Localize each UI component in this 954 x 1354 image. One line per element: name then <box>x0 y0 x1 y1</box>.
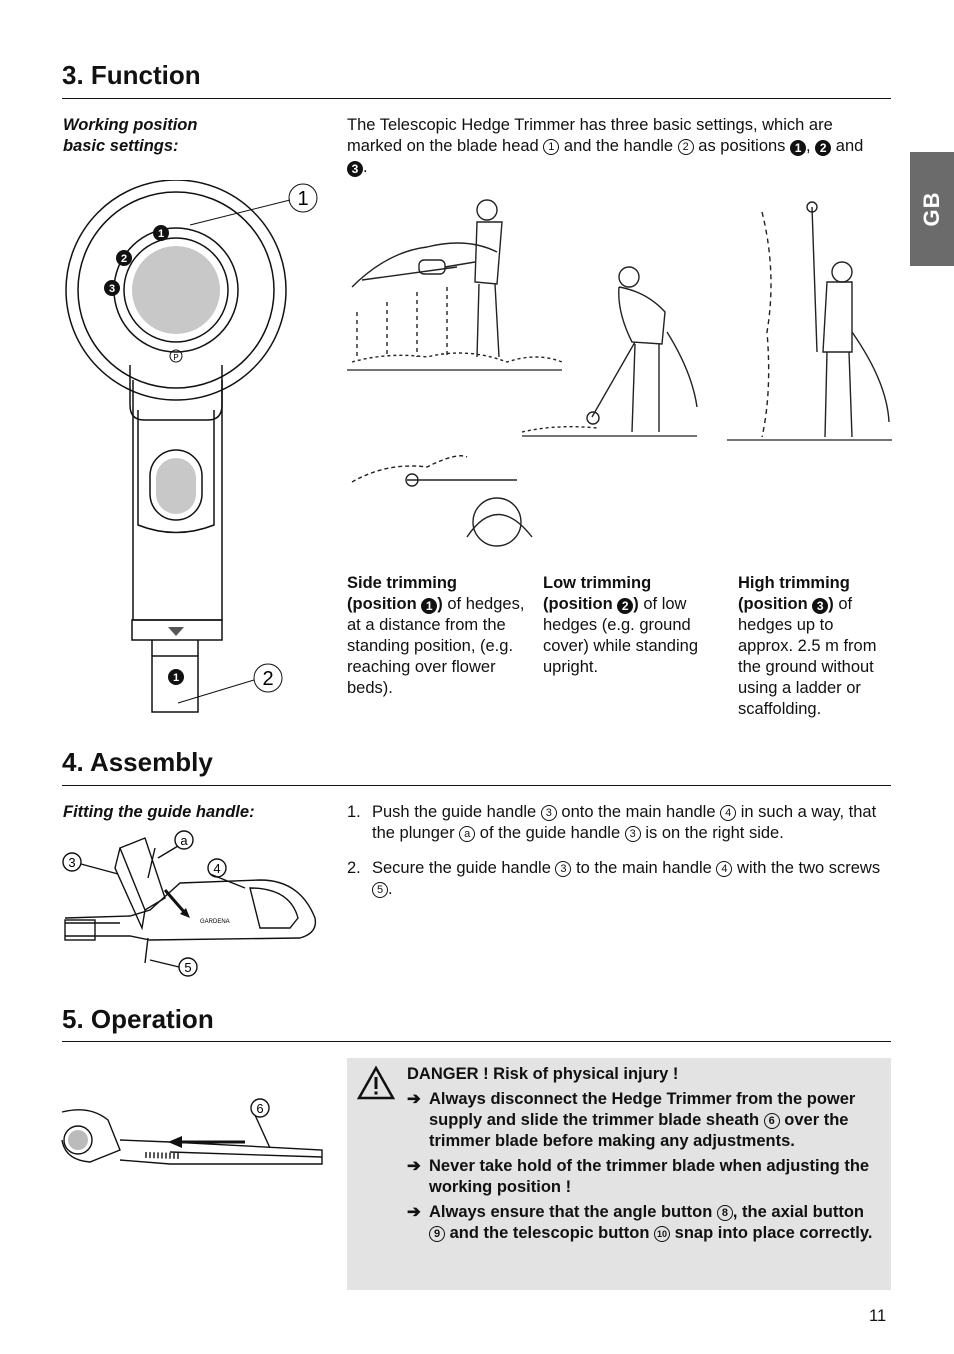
assembly-diagram: a 3 4 5 GARDENA <box>62 830 317 977</box>
pos-badge-3: 3 <box>347 161 363 177</box>
warning-triangle-icon <box>357 1066 395 1100</box>
danger-box: DANGER ! Risk of physical injury ! ➔ Alw… <box>347 1058 891 1290</box>
label-5: 5 <box>184 960 191 975</box>
ref-handle: 2 <box>677 139 694 155</box>
language-tab: GB <box>910 152 954 266</box>
section-4-subtitle: Fitting the guide handle: <box>63 803 255 821</box>
col3-pos: 3 <box>812 598 829 614</box>
section-3-intro: The Telescopic Hedge Trimmer has three b… <box>347 116 864 177</box>
high-trimming-text: High trimming (position 3) of hedges up … <box>738 574 877 718</box>
low-trimming-text: Low trimming (position 2) of low hedges … <box>543 574 698 676</box>
assembly-steps: 1. Push the guide handle 3 onto the main… <box>347 802 882 914</box>
col2-pos: 2 <box>617 598 634 614</box>
section-4-title: 4. Assembly <box>62 747 213 777</box>
blade-sheath-diagram: 6 <box>61 1098 323 1165</box>
side-trimming-text: Side trimming (position 1) of hedges, at… <box>347 574 525 697</box>
pos-badge-1: 1 <box>790 140 807 156</box>
label-a: a <box>180 833 188 848</box>
assembly-step-2: 2. Secure the guide handle 3 to the main… <box>347 859 881 898</box>
language-tab-label: GB <box>919 191 944 227</box>
ref-blade-head: 1 <box>543 139 560 155</box>
section-3-subtitle: Working position basic settings: <box>63 116 198 155</box>
head-pos-2: 2 <box>121 253 127 265</box>
lock-letter: P <box>173 353 178 362</box>
section-3-rule <box>62 98 891 99</box>
callout-1: 1 <box>297 188 308 210</box>
col1-pos: 1 <box>421 598 438 614</box>
pos-badge-2: 2 <box>815 140 832 156</box>
danger-item-3: ➔ Always ensure that the angle button 8,… <box>407 1203 873 1242</box>
section-4-rule <box>62 785 891 786</box>
danger-item-2: ➔ Never take hold of the trimmer blade w… <box>407 1157 870 1196</box>
trimmer-head-diagram: 1 2 3 1 P 1 2 <box>65 180 318 713</box>
callout-2: 2 <box>262 668 273 690</box>
head-pos-3: 3 <box>109 283 115 295</box>
label-3: 3 <box>68 855 75 870</box>
label-4: 4 <box>213 861 220 876</box>
danger-item-1: ➔ Always disconnect the Hedge Trimmer fr… <box>407 1090 856 1150</box>
head-pos-1: 1 <box>158 228 164 240</box>
handle-pos: 1 <box>173 672 179 684</box>
section-5-rule <box>62 1041 891 1042</box>
label-6: 6 <box>256 1101 263 1116</box>
trimming-illustrations <box>347 199 892 547</box>
page-number: 11 <box>869 1307 887 1325</box>
danger-heading: DANGER ! Risk of physical injury ! <box>407 1065 679 1083</box>
section-3-title: 3. Function <box>62 60 201 90</box>
section-5-title: 5. Operation <box>62 1004 214 1034</box>
brand-label: GARDENA <box>200 919 230 925</box>
assembly-step-1: 1. Push the guide handle 3 onto the main… <box>347 803 877 842</box>
